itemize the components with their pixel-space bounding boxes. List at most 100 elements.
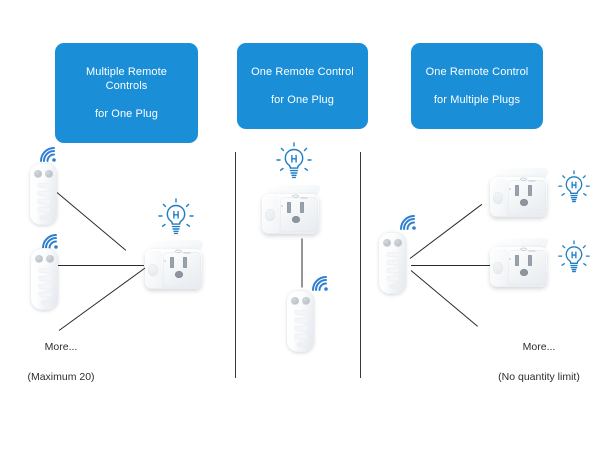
remote-key bbox=[38, 292, 51, 297]
badge-one-remote-one-plug: One Remote Control for One Plug bbox=[237, 43, 368, 129]
badge-multiple-remotes-one-plug: Multiple Remote Controls for One Plug bbox=[55, 43, 198, 143]
plug-ground-hole bbox=[520, 269, 528, 276]
remote-control-icon bbox=[379, 232, 406, 294]
light-bulb-icon bbox=[158, 198, 194, 241]
remote-control-icon bbox=[287, 290, 314, 352]
plug-status-led bbox=[509, 258, 511, 260]
caption-line-2: (Maximum 20) bbox=[27, 371, 95, 383]
remote-highlight bbox=[287, 290, 298, 352]
remote-highlight bbox=[379, 232, 390, 294]
remote-button-on bbox=[35, 255, 43, 263]
plug-slot-left bbox=[170, 257, 174, 268]
connector-remote1-to-plug bbox=[56, 192, 127, 251]
badge-line-2: for One Plug bbox=[95, 108, 158, 120]
remote-power-buttons bbox=[31, 255, 58, 263]
light-bulb-icon bbox=[276, 142, 312, 185]
plug-slot-left bbox=[515, 255, 519, 266]
connector-remote-to-plug2 bbox=[411, 265, 491, 266]
remote-power-buttons bbox=[287, 297, 314, 305]
plug-ground-hole bbox=[292, 216, 300, 223]
plug-status-led bbox=[281, 205, 283, 207]
plug-ground-hole bbox=[175, 271, 183, 278]
remote-highlight bbox=[31, 248, 42, 310]
remote-button-off bbox=[45, 170, 53, 178]
connector-plug-to-remote bbox=[301, 238, 303, 288]
smart-plug-icon bbox=[262, 185, 324, 237]
light-bulb-icon bbox=[558, 170, 590, 209]
remote-key bbox=[386, 252, 399, 257]
plug-slot-right bbox=[528, 185, 532, 196]
badge-line-2: for Multiple Plugs bbox=[433, 94, 521, 106]
caption-line-2: (No quantity limit) bbox=[498, 371, 580, 383]
remote-power-buttons bbox=[379, 239, 406, 247]
remote-button-on bbox=[291, 297, 299, 305]
remote-power-buttons bbox=[30, 170, 57, 178]
remote-highlight bbox=[30, 163, 41, 225]
plug-slot-left bbox=[515, 185, 519, 196]
badge-one-remote-multiple-plugs: One Remote Control for Multiple Plugs bbox=[411, 43, 543, 129]
remote-key bbox=[386, 276, 399, 281]
badge-line-1: Multiple Remote Controls bbox=[86, 66, 167, 92]
connector-remote-to-more bbox=[410, 270, 478, 327]
remote-key bbox=[37, 183, 50, 188]
remote-key bbox=[294, 310, 307, 315]
remote-button-off bbox=[302, 297, 310, 305]
plug-slot-right bbox=[300, 202, 304, 213]
smart-plug-icon bbox=[490, 238, 552, 290]
plug-outlet-face bbox=[508, 250, 546, 285]
plug-brand-logo bbox=[172, 242, 194, 260]
badge-line-2: for One Plug bbox=[271, 94, 334, 106]
plug-power-button bbox=[493, 262, 503, 274]
caption-line-1: More... bbox=[522, 341, 556, 353]
connector-remote-to-plug1 bbox=[409, 203, 483, 259]
remote-key bbox=[386, 260, 399, 265]
remote-control-icon bbox=[30, 163, 57, 225]
plug-brand-logo bbox=[517, 240, 539, 258]
wifi-signal-icon bbox=[310, 274, 332, 298]
plug-ground-hole bbox=[520, 199, 528, 206]
remote-brand-logo bbox=[388, 284, 397, 289]
caption-no-quantity-limit: More... (No quantity limit) bbox=[478, 325, 600, 400]
remote-key bbox=[38, 284, 51, 289]
remote-brand-logo bbox=[296, 342, 305, 347]
plug-status-led bbox=[164, 260, 166, 262]
plug-outlet-face bbox=[508, 180, 546, 215]
plug-power-button bbox=[493, 192, 503, 204]
remote-button-off bbox=[46, 255, 54, 263]
remote-key bbox=[294, 318, 307, 323]
divider-right bbox=[360, 152, 361, 378]
smart-plug-icon bbox=[145, 240, 207, 292]
smart-plug-icon bbox=[490, 168, 552, 220]
light-bulb-icon bbox=[558, 240, 590, 279]
plug-slot-right bbox=[528, 255, 532, 266]
remote-button-on bbox=[34, 170, 42, 178]
plug-power-button bbox=[265, 209, 275, 221]
wifi-signal-icon bbox=[40, 232, 62, 256]
caption-maximum-20: More... (Maximum 20) bbox=[2, 325, 120, 400]
plug-power-button bbox=[148, 264, 158, 276]
remote-key bbox=[37, 207, 50, 212]
wifi-signal-icon bbox=[38, 145, 60, 169]
remote-key bbox=[294, 326, 307, 331]
badge-line-1: One Remote Control bbox=[425, 66, 529, 78]
remote-key bbox=[37, 191, 50, 196]
connector-more-to-plug bbox=[58, 265, 149, 331]
connector-remote2-to-plug bbox=[58, 265, 144, 266]
plug-slot-left bbox=[287, 202, 291, 213]
plug-slot-right bbox=[183, 257, 187, 268]
plug-outlet-face bbox=[280, 197, 318, 232]
remote-button-on bbox=[383, 239, 391, 247]
remote-key bbox=[38, 276, 51, 281]
remote-key bbox=[37, 199, 50, 204]
remote-button-off bbox=[394, 239, 402, 247]
remote-brand-logo bbox=[40, 300, 49, 305]
remote-brand-logo bbox=[39, 215, 48, 220]
plug-brand-logo bbox=[289, 187, 311, 205]
wifi-signal-icon bbox=[398, 213, 420, 237]
remote-control-icon bbox=[31, 248, 58, 310]
remote-key bbox=[294, 334, 307, 339]
plug-status-led bbox=[509, 188, 511, 190]
caption-line-1: More... bbox=[44, 341, 78, 353]
plug-brand-logo bbox=[517, 170, 539, 188]
